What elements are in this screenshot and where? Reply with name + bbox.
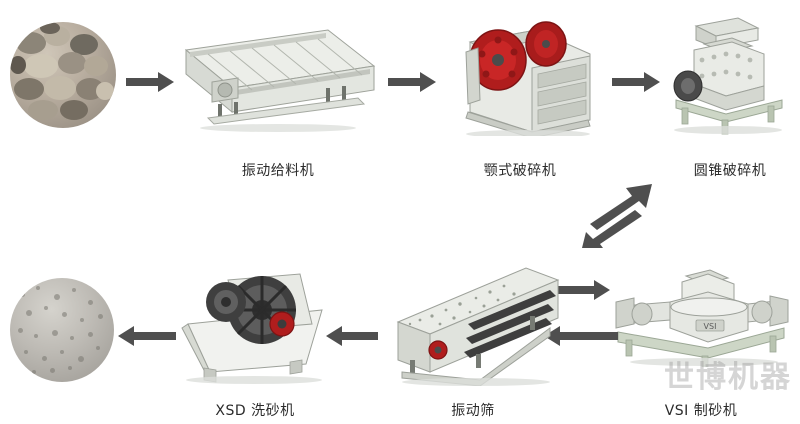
label-cone-crusher: 圆锥破碎机: [693, 163, 767, 179]
label-vsi-sand-maker: VSI 制砂机: [664, 403, 738, 419]
label-jaw-crusher: 颚式破碎机: [483, 163, 557, 179]
node-cone-crusher: [660, 4, 800, 136]
finished-sand-image: [10, 278, 114, 382]
svg-text:VSI: VSI: [704, 322, 717, 331]
arrow-raw-to-feeder: [126, 72, 174, 92]
node-xsd-sand-washer: [170, 268, 340, 386]
label-vibrating-screen: 振动筛: [451, 403, 495, 419]
arrow-vsi-to-screen: [544, 326, 618, 346]
node-raw-material: [10, 22, 116, 128]
label-vibrating-feeder: 振动给料机: [241, 163, 315, 179]
node-jaw-crusher: [440, 8, 600, 139]
arrow-jaw-to-cone: [612, 72, 660, 92]
arrow-cone-to-vsi-down: [582, 210, 642, 248]
arrow-feeder-to-jaw: [388, 72, 436, 92]
arrow-screen-to-washer: [326, 326, 378, 346]
arrow-cone-vsi-pair: [572, 178, 662, 248]
arrow-washer-to-sand: [118, 326, 176, 346]
arrow-screen-to-vsi: [536, 280, 610, 300]
node-vibrating-feeder: [178, 22, 378, 132]
node-vibrating-screen: [380, 262, 566, 387]
label-xsd-sand-washer: XSD 洗砂机: [215, 403, 295, 419]
arrow-vsi-to-cone-up: [590, 184, 652, 230]
node-finished-sand: [10, 278, 114, 382]
raw-material-image: [10, 22, 116, 128]
node-vsi-sand-maker: VSI: [612, 262, 790, 368]
